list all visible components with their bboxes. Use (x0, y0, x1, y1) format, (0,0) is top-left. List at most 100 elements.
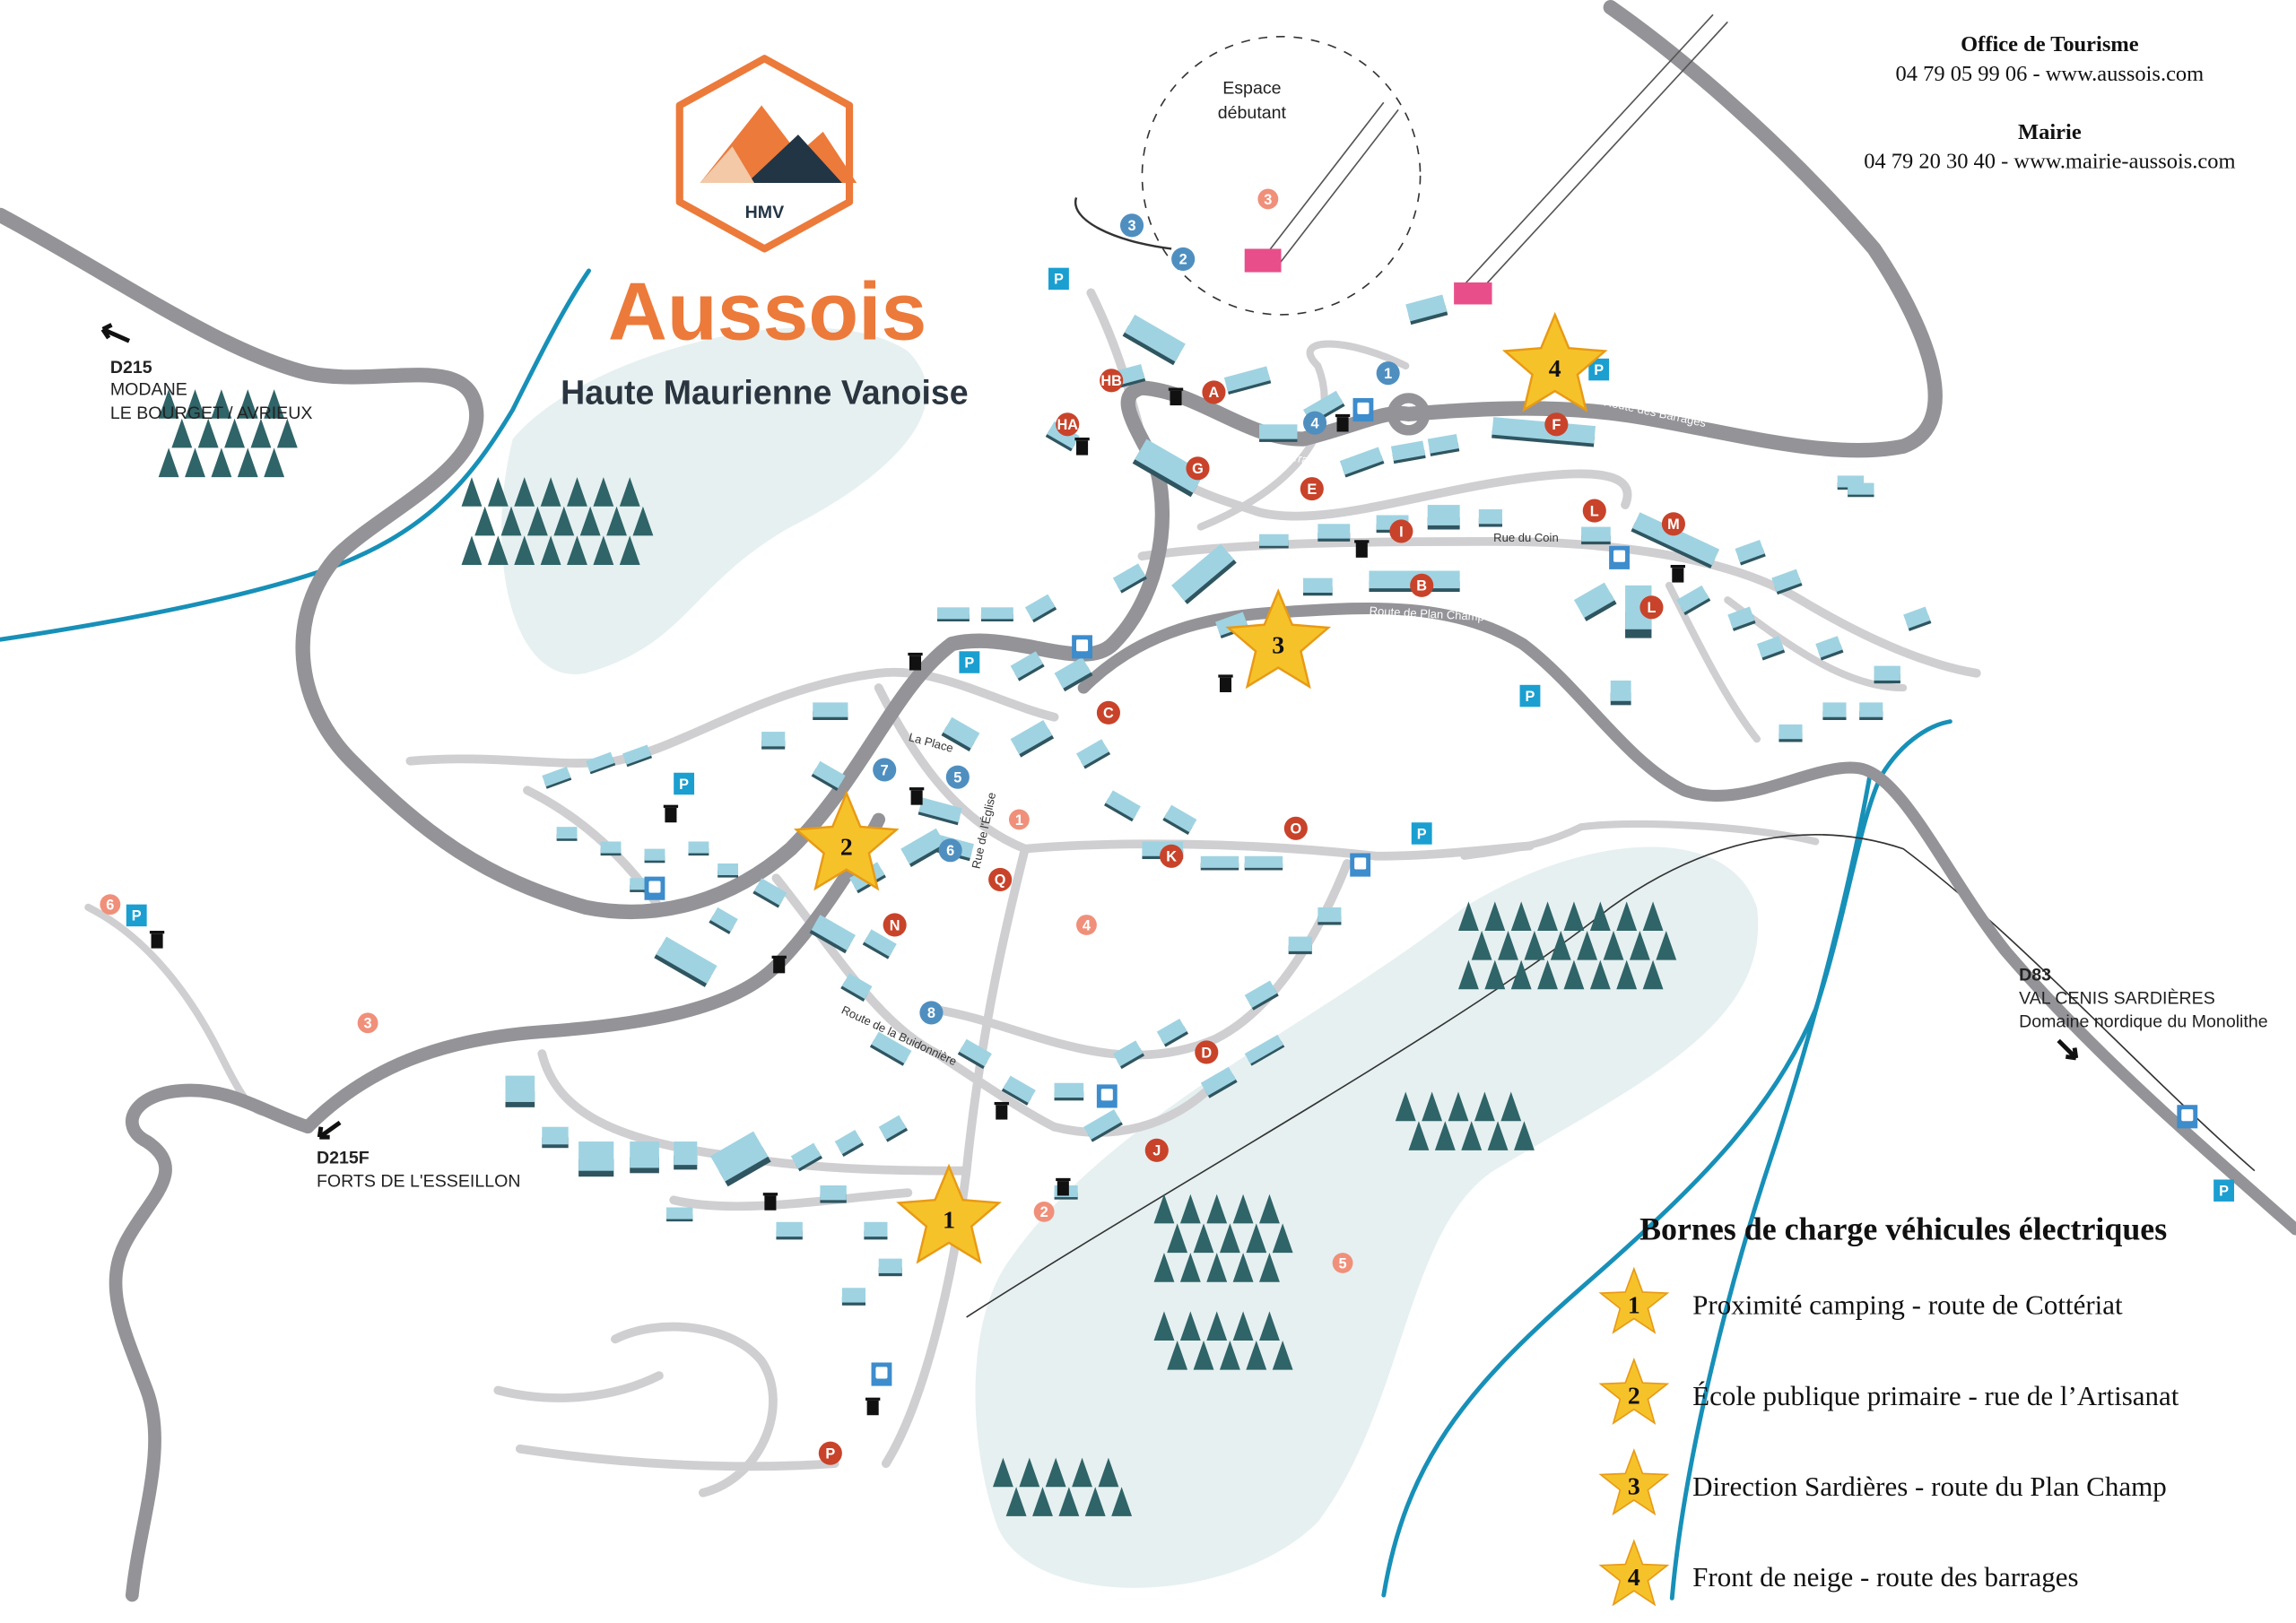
legend-number: 2 (1628, 1383, 1640, 1410)
activity-marker[interactable]: 3 (357, 1012, 378, 1034)
activity-marker[interactable]: 4 (1076, 915, 1097, 935)
building (1405, 294, 1448, 325)
tree-icon (579, 506, 601, 536)
tree-icon (474, 506, 496, 536)
letter-marker[interactable]: D (1195, 1040, 1219, 1064)
arrow-icon (2057, 1038, 2079, 1061)
legend-number: 3 (1628, 1473, 1640, 1501)
letter-marker[interactable]: I (1389, 519, 1413, 543)
activity-marker[interactable]: 6 (100, 894, 121, 916)
legend-number: 4 (1628, 1564, 1640, 1592)
letter-marker[interactable]: K (1160, 844, 1184, 868)
letter-marker[interactable]: P (818, 1441, 842, 1465)
letter-marker[interactable]: G (1186, 456, 1210, 481)
ev-charger-star-1[interactable]: 1 (896, 1163, 1002, 1264)
ev-charger-star-4[interactable]: 4 (1501, 311, 1608, 412)
building (1727, 606, 1756, 631)
parking-icon[interactable]: P (1519, 684, 1541, 707)
tree-icon (567, 535, 587, 565)
letter-marker[interactable]: N (883, 913, 907, 937)
tree-icon (264, 389, 285, 419)
building (1756, 636, 1786, 661)
trash-bin-icon (908, 652, 923, 671)
service-marker[interactable]: 1 (1376, 361, 1400, 386)
tree-icon (1058, 1487, 1080, 1516)
letter-marker[interactable]: J (1144, 1138, 1169, 1162)
bus-stop-icon[interactable] (871, 1362, 892, 1386)
bus-stop-icon[interactable] (1096, 1084, 1118, 1108)
building (1573, 582, 1617, 621)
activity-marker[interactable]: 2 (1033, 1201, 1055, 1222)
letter-marker[interactable]: O (1283, 816, 1308, 840)
direction-road: D83 (2019, 966, 2051, 985)
letter-marker[interactable]: L (1582, 499, 1606, 523)
activity-marker[interactable]: 3 (1257, 188, 1279, 210)
bus-stop-icon[interactable] (1609, 545, 1630, 569)
parking-icon[interactable]: P (1411, 822, 1432, 845)
tree-icon (1629, 931, 1650, 960)
tree-icon (1461, 1121, 1483, 1150)
building (1244, 980, 1279, 1011)
service-marker-label: 2 (1179, 252, 1187, 268)
service-marker[interactable]: 6 (938, 838, 962, 863)
tree-icon (1422, 1091, 1443, 1122)
tree-icon (1589, 959, 1611, 990)
tree-icon (1179, 1193, 1201, 1224)
letter-marker[interactable]: C (1096, 700, 1120, 725)
bus-stop-icon[interactable] (1072, 635, 1092, 659)
tree-icon (1434, 1121, 1456, 1150)
parking-icon[interactable]: P (126, 904, 147, 927)
parking-icon[interactable]: P (1588, 358, 1610, 381)
bus-stop-icon[interactable] (2177, 1105, 2198, 1129)
contact-details[interactable]: 04 79 20 30 40 - www.mairie-aussois.com (1864, 150, 2235, 174)
letter-marker[interactable]: M (1661, 512, 1685, 536)
bus-stop-icon[interactable] (1350, 853, 1371, 877)
building (752, 878, 787, 908)
building (1874, 665, 1900, 684)
service-marker[interactable]: 8 (919, 1001, 944, 1025)
letter-marker[interactable]: A (1202, 380, 1226, 404)
activity-marker[interactable]: 5 (1332, 1253, 1353, 1273)
ev-charger-star-2[interactable]: 2 (793, 790, 900, 891)
bus-stop-icon[interactable] (644, 876, 665, 900)
direction-northwest: D215 MODANE LE BOURGET / AVRIEUX (100, 323, 312, 423)
service-marker[interactable]: 2 (1171, 247, 1196, 271)
letter-marker-label: L (1590, 503, 1599, 519)
building (869, 1031, 912, 1066)
building (1779, 724, 1803, 742)
service-marker[interactable]: 5 (945, 765, 970, 789)
letter-marker[interactable]: E (1300, 477, 1324, 501)
letter-marker[interactable]: Q (988, 867, 1013, 891)
letter-marker[interactable]: HB (1100, 369, 1124, 393)
service-marker[interactable]: 4 (1303, 411, 1327, 435)
building (1610, 680, 1631, 706)
building (1112, 1040, 1145, 1070)
parking-label: P (679, 777, 689, 793)
service-marker[interactable]: 7 (873, 758, 897, 782)
star-icon (1598, 1448, 1670, 1516)
parking-icon[interactable]: P (959, 651, 980, 673)
bus-stop-icon[interactable] (1352, 397, 1374, 422)
tree-icon (1153, 1193, 1175, 1224)
building (1581, 526, 1611, 545)
letter-marker[interactable]: L (1639, 595, 1664, 620)
letter-marker[interactable]: HA (1056, 412, 1080, 437)
parking-label: P (1526, 689, 1535, 705)
letter-marker[interactable]: B (1410, 573, 1434, 597)
tree-icon (1474, 1091, 1495, 1122)
letter-marker[interactable]: F (1544, 412, 1569, 437)
building (820, 1185, 847, 1203)
building (1200, 855, 1239, 871)
service-marker[interactable]: 3 (1119, 213, 1144, 238)
ev-charger-star-3[interactable]: 3 (1225, 588, 1332, 690)
building (622, 744, 653, 768)
parking-icon[interactable]: P (674, 772, 695, 795)
parking-icon[interactable]: P (2213, 1179, 2235, 1202)
activity-marker[interactable]: 1 (1008, 809, 1030, 830)
parking-icon[interactable]: P (1048, 267, 1069, 291)
building (1132, 438, 1205, 498)
letter-marker-label: E (1307, 482, 1317, 498)
contact-details[interactable]: 04 79 05 99 06 - www.aussois.com (1896, 62, 2205, 86)
